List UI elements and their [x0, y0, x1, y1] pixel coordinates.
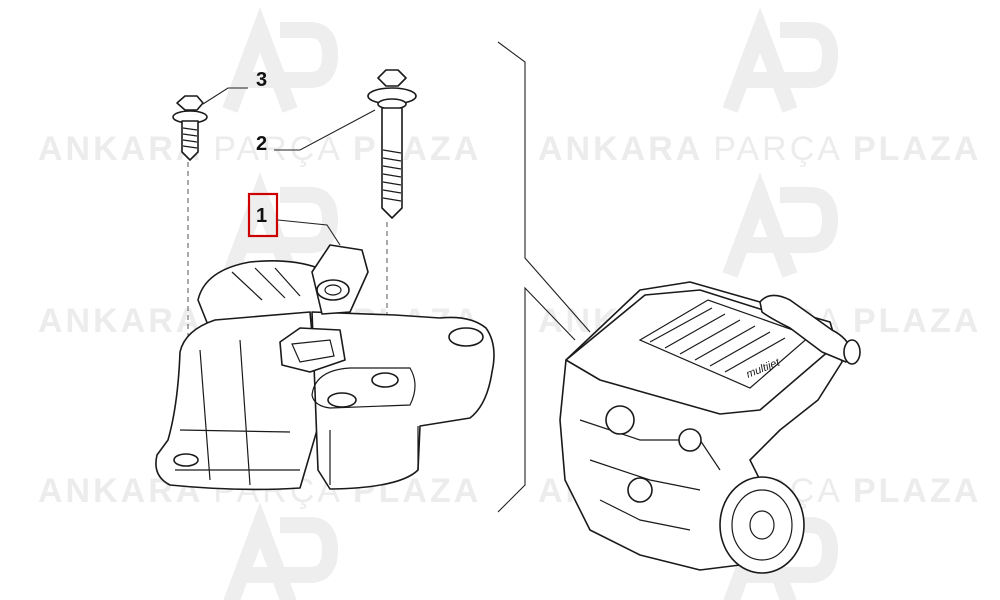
bolt-short	[172, 95, 208, 161]
ap-logo-icon	[222, 7, 339, 113]
pointer-line-lower	[497, 286, 576, 513]
callout-1-highlight-box	[247, 192, 279, 238]
engine-mount	[155, 244, 495, 491]
callout-1[interactable]: 1	[256, 205, 267, 227]
leader-line-1	[277, 219, 341, 246]
bolt-long	[367, 69, 417, 219]
leader-line-2	[274, 109, 376, 151]
ap-logo-icon	[722, 7, 839, 113]
watermark-logos	[222, 7, 839, 600]
ap-logo-icon	[223, 502, 339, 600]
pointer-line-upper	[497, 41, 591, 333]
ap-logo-icon	[722, 172, 839, 278]
callout-2[interactable]: 2	[256, 133, 267, 155]
callout-3[interactable]: 3	[256, 69, 267, 91]
engine-assembly: multijet	[559, 281, 861, 574]
leader-line-3	[202, 87, 248, 105]
